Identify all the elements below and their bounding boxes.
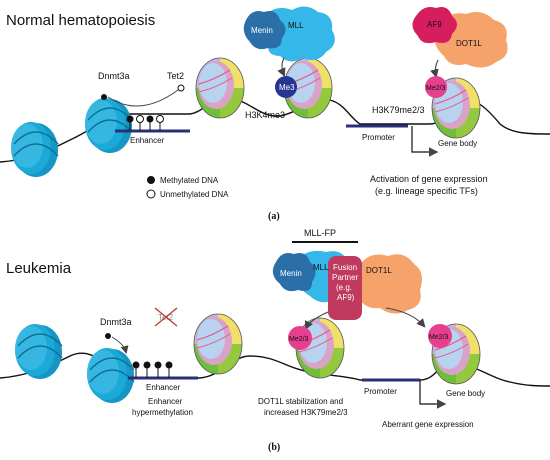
h3k4me3-label: H3K4me3 <box>245 110 285 120</box>
legend-methylated-dot <box>147 176 155 184</box>
tet2-label-top: Tet2 <box>167 71 184 81</box>
fusion-line-3: (e.g. <box>336 283 352 292</box>
dnmt3a-tet2-arc <box>107 89 179 107</box>
tet2-crossed-out <box>154 307 178 327</box>
hypermethylation-line-2: hypermethylation <box>132 408 193 417</box>
me3-label: Me3 <box>279 83 295 92</box>
panel-label-a: (a) <box>268 211 280 222</box>
dot1l-stab-line-1: DOT1L stabilization and <box>258 397 343 406</box>
menin-label-bottom: Menin <box>280 269 302 278</box>
bottom-title: Leukemia <box>6 260 72 277</box>
mllfp-to-me23-left-arrow <box>305 311 329 330</box>
activation-line-1: Activation of gene expression <box>370 174 488 184</box>
promoter-label-bottom: Promoter <box>364 387 397 396</box>
nucleosome-blue-1 <box>10 121 59 178</box>
mll-to-me3-arrow <box>277 57 286 78</box>
legend-unmethylated-label: Unmethylated DNA <box>160 190 229 199</box>
fusion-line-2: Partner <box>332 273 359 282</box>
fusion-line-1: Fusion <box>333 263 357 272</box>
menin-mll-complex-top: Menin MLL <box>243 6 335 62</box>
methyl-group-dot-bottom <box>105 333 111 339</box>
promoter-label-top: Promoter <box>362 133 395 142</box>
legend-methylated-label: Methylated DNA <box>160 176 219 185</box>
dnmt3a-label-top: Dnmt3a <box>98 71 130 81</box>
mll-fp-label: MLL-FP <box>304 228 336 238</box>
nucleosome-enhancer-top <box>195 57 245 119</box>
mll-label-bottom: MLL <box>313 263 329 272</box>
enhancer-label-top: Enhancer <box>130 136 165 145</box>
gene-body-label-top: Gene body <box>438 139 477 148</box>
fusion-line-4: AF9) <box>337 293 355 302</box>
af9-label-top: AF9 <box>427 20 442 29</box>
enhancer-label-bottom: Enhancer <box>146 383 181 392</box>
gene-body-label-bottom: Gene body <box>446 389 485 398</box>
activation-line-2: (e.g. lineage specific TFs) <box>375 186 478 196</box>
dot1l-to-me23-arrow <box>430 59 439 79</box>
nucleosome-blue-2 <box>84 97 133 154</box>
me23-mark-bottom-left <box>288 326 312 350</box>
h3k79-label-top: H3K79me2/3 <box>372 105 425 115</box>
nucleosome-blue-3 <box>14 323 63 380</box>
panel-label-b: (b) <box>268 442 280 453</box>
me23-label-bottom-right: Me2/3 <box>429 334 449 341</box>
dot1l-label-bottom: DOT1L <box>366 266 392 275</box>
dot1l-label-top: DOT1L <box>456 39 482 48</box>
tss-arrow-top <box>411 126 439 157</box>
hypermethylation-line-1: Enhancer <box>148 397 183 406</box>
aberrant-label: Aberrant gene expression <box>382 420 474 429</box>
mllfp-to-me23-right-arrow <box>385 307 426 328</box>
methylation-sites-bottom <box>132 361 173 378</box>
mll-fp-complex: Menin MLL Fusion Partner (e.g. AF9) DOT1… <box>272 250 422 320</box>
me23-label-top: Me2/3 <box>426 85 446 92</box>
dot1l-stab-line-2: increased H3K79me2/3 <box>264 408 348 417</box>
dnmt3a-label-bottom: Dnmt3a <box>100 317 132 327</box>
me3-mark <box>275 76 297 98</box>
nucleosome-enhancer-bottom <box>193 313 243 375</box>
top-title: Normal hematopoiesis <box>6 12 155 29</box>
demethyl-dot <box>177 84 185 92</box>
methylation-sites-top <box>126 115 164 131</box>
me23-label-bottom-left: Me2/3 <box>289 336 309 343</box>
tss-arrow-bottom <box>419 380 447 409</box>
mll-label-top: MLL <box>288 21 304 30</box>
me23-mark-bottom-right <box>428 324 452 348</box>
menin-label-top: Menin <box>251 26 273 35</box>
af9-dot1l-complex-top: AF9 DOT1L <box>412 7 508 68</box>
methyl-group-dot <box>101 94 107 100</box>
dnmt3a-arrow-bottom <box>111 336 129 354</box>
nucleosome-blue-4 <box>86 347 135 404</box>
me23-mark-top <box>425 76 447 98</box>
legend-unmethylated-dot <box>146 189 156 199</box>
